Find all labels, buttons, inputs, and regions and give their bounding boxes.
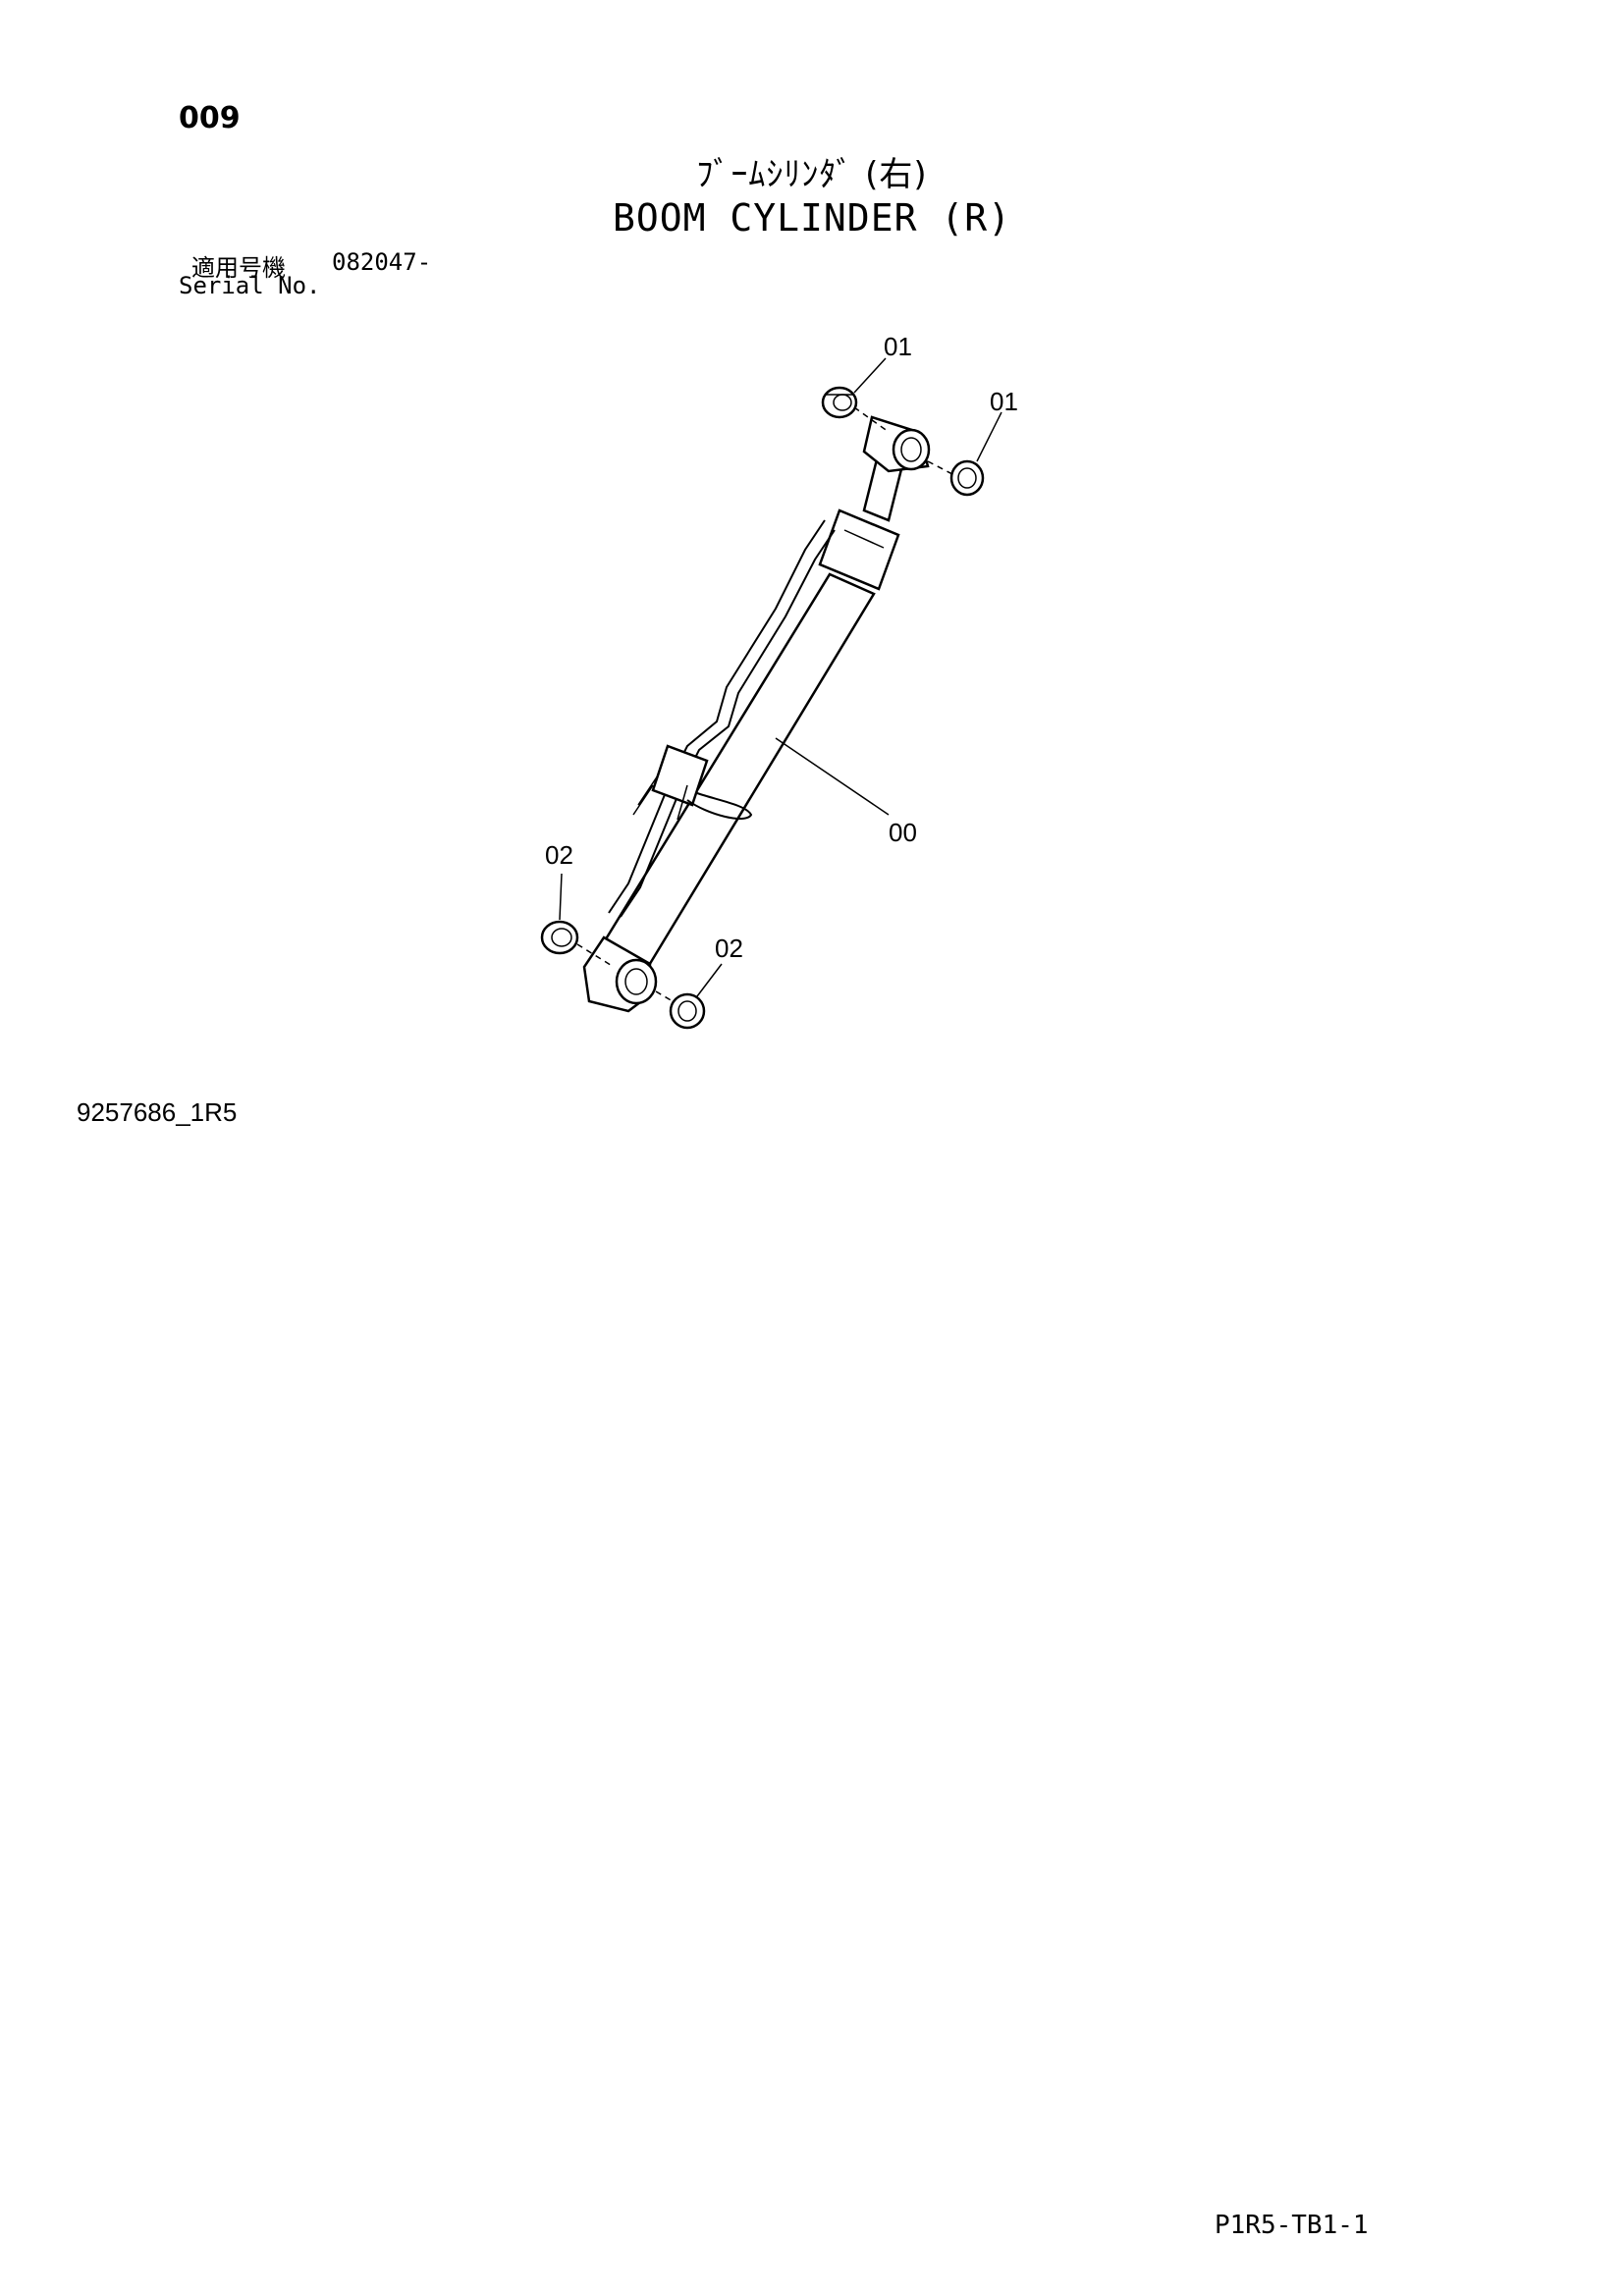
- bushing-top-right: [949, 459, 985, 497]
- cylinder-barrel: [602, 572, 876, 969]
- serial-label-english: Serial No.: [179, 272, 321, 299]
- leader-00: [775, 737, 890, 816]
- callout-02-bottom-left: 02: [545, 840, 573, 870]
- page-code: P1R5-TB1-1: [1215, 2211, 1369, 2240]
- serial-label-japanese: 適用号機: [191, 254, 286, 282]
- leader-01-left: [853, 357, 887, 394]
- title-english: BOOM CYLINDER (R): [613, 196, 1011, 240]
- page-number: 009: [179, 101, 241, 135]
- drawing-number: 9257686_1R5: [77, 1097, 238, 1127]
- rod-end-bore: [892, 428, 931, 471]
- cylinder-head: [818, 508, 900, 591]
- base-bore: [615, 958, 658, 1005]
- callout-01-top-left: 01: [884, 332, 912, 361]
- serial-value: 082047-: [332, 248, 432, 276]
- bushing-bottom-right: [669, 992, 706, 1030]
- cylinder-assembly: [582, 415, 931, 1013]
- leader-02-left: [559, 873, 563, 921]
- leader-02-right: [696, 963, 723, 997]
- leader-01-right: [976, 411, 1002, 462]
- callout-02-bottom-right: 02: [715, 934, 743, 963]
- callout-01-top-right: 01: [990, 387, 1018, 416]
- title-japanese: ﾌﾞｰﾑｼﾘﾝﾀﾞ (右): [696, 155, 928, 194]
- callout-00-cylinder: 00: [889, 818, 917, 847]
- bushing-top-left: [821, 386, 858, 419]
- bushing-bottom-left: [540, 920, 579, 955]
- hydraulic-pipe: [608, 519, 826, 914]
- pipe-clamp: [686, 792, 753, 820]
